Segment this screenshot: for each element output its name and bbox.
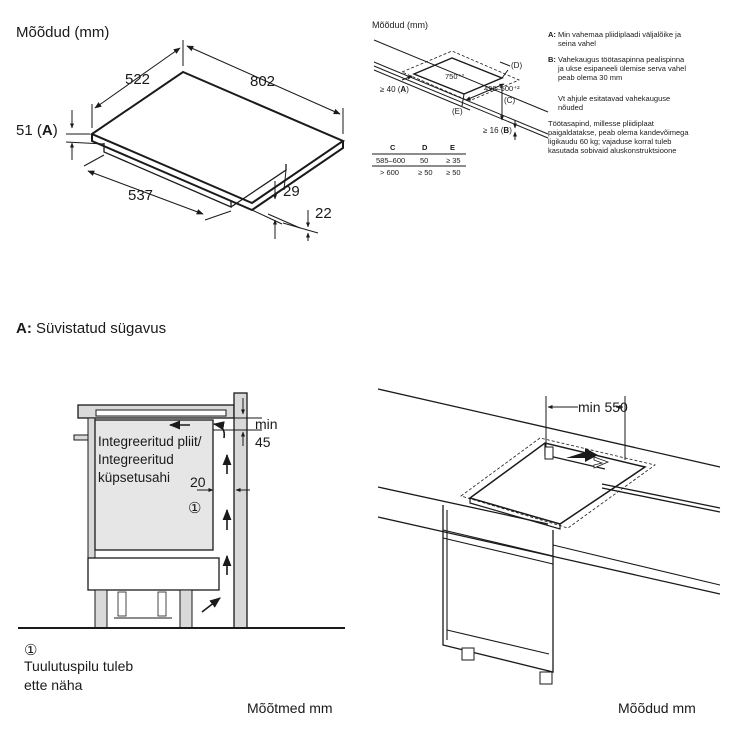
hob-dimensions-diagram: Mõõdud (mm) 522 802 51 (A) 537 29 xyxy=(16,24,346,241)
note-worktop-line: Töötasapind, millesse pliidiplaat xyxy=(548,119,655,128)
dim-22-label: 22 xyxy=(315,205,332,222)
vent-gap-marker: ① xyxy=(188,500,201,517)
caption-right: Mõõdud mm xyxy=(618,700,696,716)
worktop-cutout-perspective: min 550 Mõõdud mm xyxy=(377,388,721,716)
airflow-arrows xyxy=(168,420,232,613)
cutout-title: Mõõdud (mm) xyxy=(372,20,428,30)
dim-29-label: 29 xyxy=(283,183,300,200)
note-b-line: ja ukse esipaneeli ülemise serva vahel xyxy=(557,64,686,73)
dim-537-label: 537 xyxy=(128,187,153,204)
table-cell: ≥ 50 xyxy=(446,168,461,177)
oven-label-line: Integreeritud xyxy=(98,452,174,467)
note-a-key: A: xyxy=(548,30,556,39)
caption-left: Mõõtmed mm xyxy=(247,700,333,716)
table-header-c: C xyxy=(390,143,396,152)
table-header-d: D xyxy=(422,143,428,152)
table-cell: ≥ 50 xyxy=(418,168,433,177)
cabinet-leg xyxy=(94,589,108,629)
dim-b16-label: ≥ 16 (B) xyxy=(483,126,512,135)
dim-51-label: 51 (A) xyxy=(16,122,58,139)
note-see-line: Vt ahjule esitatavad vahekauguse xyxy=(558,94,670,103)
cutout-diagram: Mõõdud (mm) 750⁺² (D) 490–500⁺² (C) (E) … xyxy=(372,20,689,177)
hob-top-outline xyxy=(89,70,346,205)
table-header-e: E xyxy=(450,143,455,152)
gap-value: 20 xyxy=(190,474,206,490)
hob-dimensions-title: Mõõdud (mm) xyxy=(16,24,109,41)
dim-750-label: 750⁺² xyxy=(445,72,464,81)
cabinet-leg xyxy=(179,589,193,629)
note-b-line: peab olema 30 mm xyxy=(558,73,622,82)
note-worktop-line: paigaldatakse, peab olema kandevõimega xyxy=(548,128,689,137)
footnote-marker: ① xyxy=(24,642,37,659)
note-b-line: Vahekaugus töötasapinna pealispinna xyxy=(558,55,685,64)
footnote-line: ette näha xyxy=(24,677,83,693)
oven-label-line: küpsetusahi xyxy=(98,470,170,485)
note-worktop-line: ligikaudu 60 kg; vajaduse korral tuleb xyxy=(548,137,671,146)
dim-line-537 xyxy=(87,170,204,215)
dim-802-label: 802 xyxy=(250,73,275,90)
ref-c-label: (C) xyxy=(504,96,515,105)
hob-body-front xyxy=(103,143,232,208)
legend-a: A: Süvistatud sügavus xyxy=(16,320,166,337)
min-550-label: min 550 xyxy=(578,399,628,415)
note-a-line: seina vahel xyxy=(558,39,596,48)
dim-522-label: 522 xyxy=(125,71,150,88)
min-label: min xyxy=(255,416,278,432)
table-cell: > 600 xyxy=(380,168,399,177)
installation-notes: A: Min vahemaa pliidiplaadi väljalõike j… xyxy=(548,30,689,155)
hob-section xyxy=(95,409,227,417)
dim-line-802 xyxy=(186,45,341,115)
wall-section xyxy=(233,392,248,629)
note-worktop-line: kasutada sobivaid aluskonstruktsioone xyxy=(548,146,676,155)
ref-e-label: (E) xyxy=(452,107,463,116)
footnote-line: Tuulutuspilu tuleb xyxy=(24,658,133,674)
worktop-cutout xyxy=(468,442,647,525)
table-cell: ≥ 35 xyxy=(446,156,461,165)
ventilation-section-diagram: Integreeritud pliit/ Integreeritud küpse… xyxy=(18,392,345,716)
ref-d-label: (D) xyxy=(511,61,522,70)
oven-knob xyxy=(73,434,89,441)
note-b-key: B: xyxy=(548,55,556,64)
table-cell: 50 xyxy=(420,156,428,165)
table-cell: 585–600 xyxy=(376,156,405,165)
min-value: 45 xyxy=(255,434,271,450)
clearance-table: C D E 585–600 50 ≥ 35 > 600 ≥ 50 ≥ 50 xyxy=(372,143,466,177)
oven-label-line: Integreeritud pliit/ xyxy=(98,434,202,449)
cabinet-side xyxy=(87,417,96,559)
dim-a40-label: ≥ 40 (A) xyxy=(380,85,409,94)
built-in-oven xyxy=(94,419,214,551)
note-a-line: Min vahemaa pliidiplaadi väljalõike ja xyxy=(558,30,682,39)
note-see-line: nõuded xyxy=(558,103,583,112)
drawer-front xyxy=(87,557,220,591)
dim-line-522 xyxy=(94,47,181,109)
